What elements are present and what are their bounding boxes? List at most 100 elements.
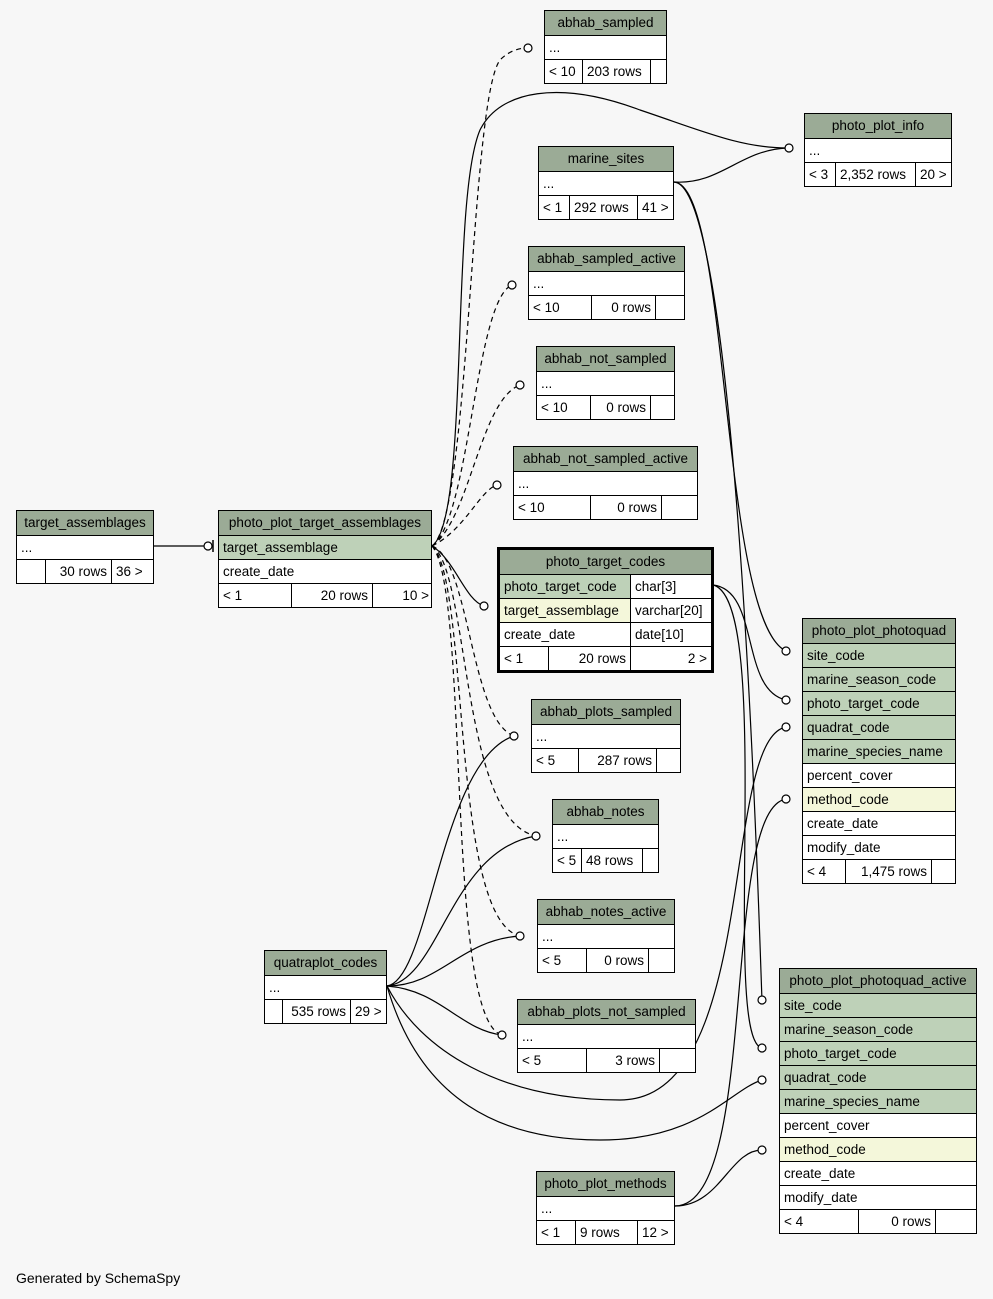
table-title: photo_plot_target_assemblages bbox=[219, 511, 431, 535]
table-row: target_assemblage varchar[20] bbox=[500, 598, 711, 622]
edge-photoquad-active-target bbox=[712, 584, 763, 1049]
table-title: photo_plot_photoquad bbox=[803, 619, 955, 643]
table-row: photo_target_code bbox=[780, 1041, 976, 1065]
table-abhab-plots-not-sampled[interactable]: abhab_plots_not_sampled ... < 5 3 rows bbox=[517, 999, 696, 1073]
table-photo-target-codes[interactable]: photo_target_codes photo_target_code cha… bbox=[497, 547, 714, 673]
table-row: ... bbox=[537, 1196, 674, 1220]
table-stats: < 5 0 rows bbox=[538, 948, 674, 972]
table-abhab-not-sampled-active[interactable]: abhab_not_sampled_active ... < 10 0 rows bbox=[513, 446, 698, 520]
table-row: ... bbox=[805, 138, 951, 162]
edge-methods-photoquad-active bbox=[674, 1149, 763, 1207]
table-row: percent_cover bbox=[780, 1113, 976, 1137]
table-row: ... bbox=[538, 924, 674, 948]
edge-quatra-notes bbox=[386, 835, 537, 987]
table-row: create_date bbox=[219, 559, 431, 583]
edge-abhab-not-sampled-active bbox=[431, 484, 498, 547]
table-stats: < 10 0 rows bbox=[514, 495, 697, 519]
table-photo-plot-target-assemblages[interactable]: photo_plot_target_assemblages target_ass… bbox=[218, 510, 432, 608]
table-title: abhab_notes bbox=[553, 800, 658, 824]
table-row: create_date bbox=[780, 1161, 976, 1185]
table-abhab-notes-active[interactable]: abhab_notes_active ... < 5 0 rows bbox=[537, 899, 675, 973]
table-photo-plot-photoquad-active[interactable]: photo_plot_photoquad_active site_code ma… bbox=[779, 968, 977, 1234]
edge-abhab-notes bbox=[431, 545, 537, 837]
table-title: abhab_notes_active bbox=[538, 900, 674, 924]
table-row: create_date bbox=[803, 811, 955, 835]
table-stats: < 1 292 rows 41 > bbox=[539, 195, 673, 219]
table-stats: < 10 0 rows bbox=[537, 395, 674, 419]
table-row: ... bbox=[265, 975, 386, 999]
edge-photoquad-active-site bbox=[673, 181, 763, 1001]
table-marine-sites[interactable]: marine_sites ... < 1 292 rows 41 > bbox=[538, 146, 674, 220]
edge-abhab-sampled bbox=[431, 47, 529, 547]
table-stats: 30 rows 36 > bbox=[17, 559, 153, 583]
edge-photoquad-target bbox=[712, 584, 787, 701]
edge-abhab-sampled-active bbox=[431, 284, 513, 547]
edge-photo-target-codes-assemblage bbox=[431, 545, 485, 607]
edge-abhab-not-sampled bbox=[431, 384, 521, 547]
table-title: quatraplot_codes bbox=[265, 951, 386, 975]
table-stats: < 10 0 rows bbox=[529, 295, 684, 319]
table-title: abhab_sampled bbox=[545, 11, 666, 35]
table-stats: < 5 287 rows bbox=[532, 748, 680, 772]
table-quatraplot-codes[interactable]: quatraplot_codes ... 535 rows 29 > bbox=[264, 950, 387, 1024]
table-title: marine_sites bbox=[539, 147, 673, 171]
table-abhab-sampled-active[interactable]: abhab_sampled_active ... < 10 0 rows bbox=[528, 246, 685, 320]
table-target-assemblages[interactable]: target_assemblages ... 30 rows 36 > bbox=[16, 510, 154, 584]
table-abhab-sampled[interactable]: abhab_sampled ... < 10 203 rows bbox=[544, 10, 667, 84]
table-stats: < 1 20 rows 10 > bbox=[219, 583, 431, 607]
table-title: photo_plot_photoquad_active bbox=[780, 969, 976, 993]
table-stats: < 1 9 rows 12 > bbox=[537, 1220, 674, 1244]
edge-quatra-photoquad-active bbox=[386, 985, 763, 1141]
table-photo-plot-methods[interactable]: photo_plot_methods ... < 1 9 rows 12 > bbox=[536, 1171, 675, 1245]
table-row: ... bbox=[545, 35, 666, 59]
table-row: marine_season_code bbox=[803, 667, 955, 691]
table-stats: < 4 1,475 rows bbox=[803, 859, 955, 883]
edge-plot-info-target bbox=[431, 92, 788, 547]
edge-abhab-plots-sampled bbox=[431, 545, 515, 737]
table-row: modify_date bbox=[780, 1185, 976, 1209]
footer-text: Generated by SchemaSpy bbox=[16, 1270, 181, 1286]
table-title: abhab_sampled_active bbox=[529, 247, 684, 271]
table-title: photo_plot_methods bbox=[537, 1172, 674, 1196]
table-title: abhab_not_sampled bbox=[537, 347, 674, 371]
table-row: photo_target_code char[3] bbox=[500, 574, 711, 598]
table-row: ... bbox=[537, 371, 674, 395]
table-row: ... bbox=[17, 535, 153, 559]
table-row: method_code bbox=[780, 1137, 976, 1161]
table-stats: < 1 20 rows 2 > bbox=[500, 646, 711, 670]
edge-quatra-plots-not-sampled bbox=[386, 985, 503, 1036]
table-row: method_code bbox=[803, 787, 955, 811]
table-photo-plot-info[interactable]: photo_plot_info ... < 3 2,352 rows 20 > bbox=[804, 113, 952, 187]
table-row: ... bbox=[553, 824, 658, 848]
table-title: abhab_plots_not_sampled bbox=[518, 1000, 695, 1024]
table-title: photo_plot_info bbox=[805, 114, 951, 138]
table-stats: < 3 2,352 rows 20 > bbox=[805, 162, 951, 186]
edge-quatra-photoquad bbox=[386, 726, 787, 1101]
edge-plot-info-sites bbox=[673, 147, 788, 183]
table-row: ... bbox=[529, 271, 684, 295]
table-abhab-not-sampled[interactable]: abhab_not_sampled ... < 10 0 rows bbox=[536, 346, 675, 420]
table-row: site_code bbox=[780, 993, 976, 1017]
table-stats: < 5 48 rows bbox=[553, 848, 658, 872]
table-abhab-plots-sampled[interactable]: abhab_plots_sampled ... < 5 287 rows bbox=[531, 699, 681, 773]
table-abhab-notes[interactable]: abhab_notes ... < 5 48 rows bbox=[552, 799, 659, 873]
table-row: quadrat_code bbox=[803, 715, 955, 739]
table-title: target_assemblages bbox=[17, 511, 153, 535]
table-row: site_code bbox=[803, 643, 955, 667]
edge-abhab-plots-not-sampled bbox=[431, 545, 503, 1036]
table-row: target_assemblage bbox=[219, 535, 431, 559]
table-row: quadrat_code bbox=[780, 1065, 976, 1089]
edge-quatra-notes-active bbox=[386, 935, 521, 987]
table-row: ... bbox=[518, 1024, 695, 1048]
table-photo-plot-photoquad[interactable]: photo_plot_photoquad site_code marine_se… bbox=[802, 618, 956, 884]
table-row: ... bbox=[514, 471, 697, 495]
table-row: marine_species_name bbox=[780, 1089, 976, 1113]
table-stats: 535 rows 29 > bbox=[265, 999, 386, 1023]
table-title: abhab_plots_sampled bbox=[532, 700, 680, 724]
table-row: ... bbox=[539, 171, 673, 195]
table-title: abhab_not_sampled_active bbox=[514, 447, 697, 471]
table-row: marine_season_code bbox=[780, 1017, 976, 1041]
edge-photoquad-site bbox=[673, 181, 787, 652]
table-stats: < 5 3 rows bbox=[518, 1048, 695, 1072]
